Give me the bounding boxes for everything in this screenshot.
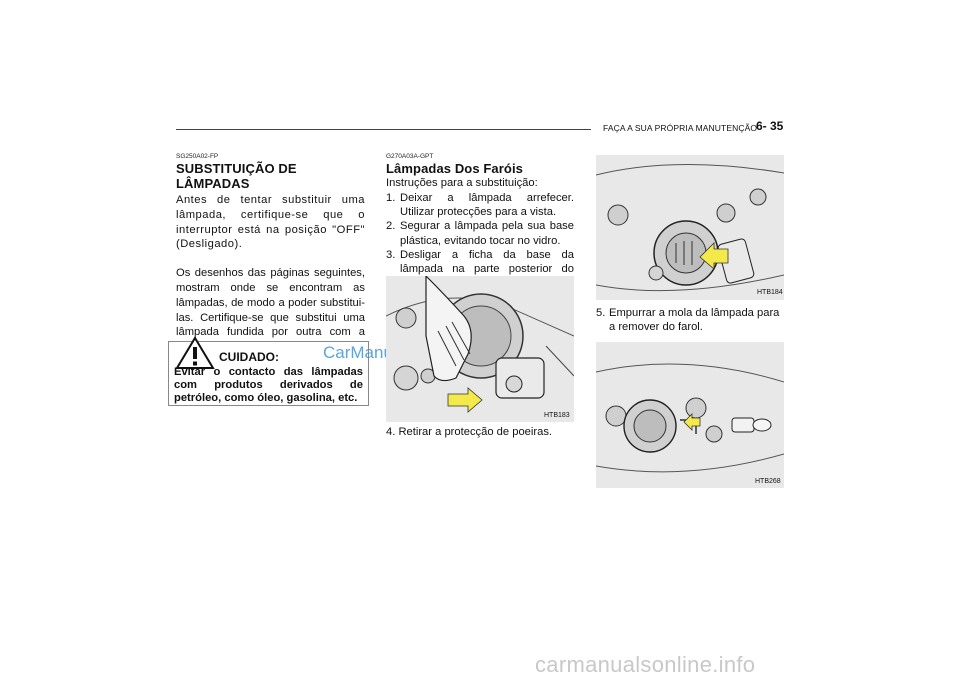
caution-title: CUIDADO: <box>219 350 279 364</box>
headlight-illustration-htb184 <box>596 155 784 300</box>
caution-box: CUIDADO: Evitar o contacto das lâmpadas … <box>168 336 369 406</box>
section-code: SG250A02-FP <box>176 153 219 160</box>
page-number: 6- 35 <box>756 119 784 133</box>
left-column: SG250A02-FP SUBSTITUIÇÃO DE LÂMPADAS Ant… <box>176 153 365 355</box>
headlight-connector-drawing <box>596 155 784 300</box>
headlight-dust-cover-drawing <box>386 276 574 422</box>
header-rule <box>176 129 591 130</box>
step-5-caption: 5. Empurrar a mola da lâmpada para a rem… <box>596 306 786 334</box>
bulb-removal-drawing <box>596 342 784 488</box>
footer-watermark: carmanualsonline.info <box>535 652 756 677</box>
section-code: G270A03A-GPT <box>386 153 434 160</box>
headlight-illustration-htb268 <box>596 342 784 488</box>
caution-text: Evitar o contacto das lâmpadas com produ… <box>174 366 363 404</box>
warning-icon <box>175 336 215 369</box>
image-label: HTB183 <box>544 412 570 419</box>
image-label: HTB268 <box>755 478 781 485</box>
step-4-caption: 4. Retirar a protecção de poeiras. <box>386 426 553 438</box>
step-text: Empurrar a mola da lâmpada para a remove… <box>609 307 780 333</box>
step-number: 5. <box>596 307 606 319</box>
body-text: Antes de tentar substituir uma lâmpada, … <box>176 193 365 355</box>
list-item: 2.Segurar a lâmpada pela sua base plásti… <box>386 220 574 247</box>
headlight-illustration-htb183 <box>386 276 574 422</box>
section-heading: SUBSTITUIÇÃO DE LÂMPADAS <box>176 161 297 191</box>
section-title: FAÇA A SUA PRÓPRIA MANUTENÇÃO <box>603 123 758 133</box>
intro-text: Instruções para a substituição: <box>386 177 538 189</box>
paragraph: Antes de tentar substituir uma lâmpada, … <box>176 194 365 251</box>
middle-column: G270A03A-GPT Lâmpadas Dos Faróis Instruç… <box>386 153 574 291</box>
section-heading: Lâmpadas Dos Faróis <box>386 161 523 176</box>
image-label: HTB184 <box>757 289 783 296</box>
list-item: 1.Deixar a lâmpada arrefecer. Utilizar p… <box>386 191 574 219</box>
paragraph: Os desenhos das páginas seguintes, mostr… <box>176 267 365 353</box>
